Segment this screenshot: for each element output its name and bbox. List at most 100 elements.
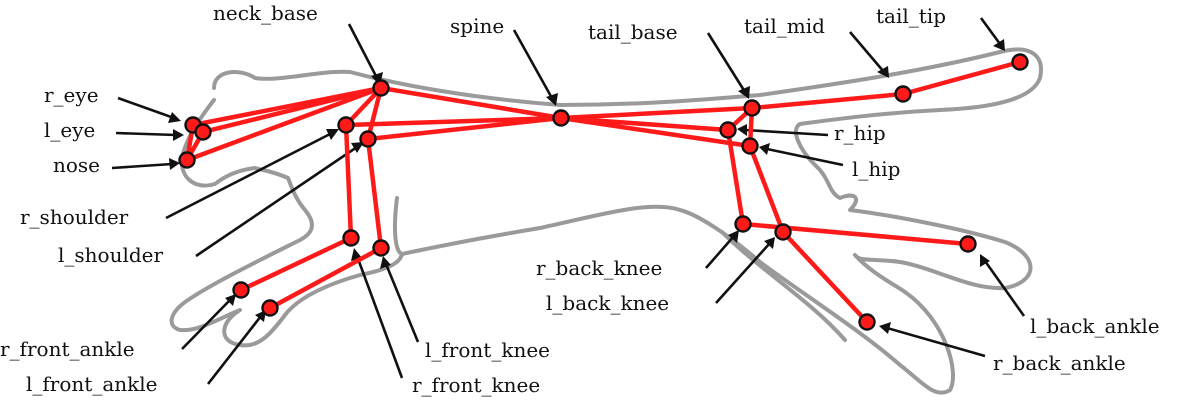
arrow-r-front-knee [355,255,404,379]
arrow-r-shoulder [165,131,333,220]
label-arrows [111,17,1026,385]
keypoint-l-hip [741,137,759,155]
bone-r-front-knee-to-r-front-ankle [238,235,354,293]
keypoint-labels: neck_base spine tail_base tail_mid tail_… [0,1,1160,397]
arrow-r-eye [117,96,175,120]
keypoint-tail-base [743,99,761,117]
label-r-back-ankle: r_back_ankle [993,351,1126,375]
keypoint-r-back-knee [734,215,752,233]
bone-l-front-knee-to-l-front-ankle [267,245,384,311]
arrowhead-nose [169,158,180,170]
arrow-l-back-ankle [983,260,1026,317]
arrowhead-l-back-knee [764,237,775,249]
arrowhead-r-back-ankle [879,322,891,334]
keypoint-l-back-knee [774,223,792,241]
keypoint-markers [178,53,1029,331]
keypoint-tail-mid [894,85,912,103]
arrow-nose [111,162,173,170]
arrow-l-front-knee [384,263,420,343]
arrowhead-l-front-knee [380,256,391,269]
label-l-hip: l_hip [852,157,900,181]
bone-neck-base-to-nose [184,85,384,163]
arrow-r-front-ankle [181,299,231,350]
label-l-back-knee: l_back_knee [546,291,669,315]
keypoint-r-front-ankle [232,281,250,299]
arrow-l-shoulder [195,145,358,258]
keypoint-r-shoulder [337,116,355,134]
label-tail-mid: tail_mid [744,14,825,38]
label-r-front-ankle: r_front_ankle [0,337,135,361]
animal-silhouette [169,47,1043,395]
arrowhead-tail-mid [877,66,889,78]
keypoint-l-shoulder [359,130,377,148]
bone-tail-mid-to-tail-tip [900,59,1023,97]
arrowhead-l-eye [173,129,184,141]
arrowhead-l-back-ankle [980,254,990,267]
arrow-r-hip [744,128,829,137]
label-r-front-knee: r_front_knee [412,373,540,397]
keypoint-tail-tip [1011,53,1029,71]
arrow-r-back-ankle [886,326,986,358]
arrowhead-l-shoulder [351,142,364,153]
arrowhead-r-hip [737,124,747,136]
arrow-l-front-ankle [206,315,263,385]
arrowhead-tail-base [738,86,750,99]
label-l-front-ankle: l_front_ankle [26,372,157,396]
label-l-back-ankle: l_back_ankle [1030,314,1160,338]
label-l-eye: l_eye [44,118,95,142]
keypoint-l-front-knee [372,239,390,257]
label-neck-base: neck_base [213,1,318,25]
arrow-l-hip [766,147,844,167]
bone-neck-base-to-spine [378,85,564,121]
silhouette-body-outline [212,47,1043,395]
arrow-r-back-knee [705,235,735,269]
bone-l-shoulder-to-l-front-knee [365,136,384,251]
arrowhead-tail-tip [993,39,1005,51]
keypoint-r-back-ankle [858,313,876,331]
arrowhead-r-back-knee [728,230,739,243]
label-r-hip: r_hip [834,121,886,145]
bone-r-hip-to-r-back-knee [725,127,746,227]
arrow-neck-base [347,23,380,81]
keypoint-l-front-ankle [261,299,279,317]
arrowhead-r-eye [168,112,181,123]
label-r-eye: r_eye [44,83,99,107]
keypoint-nose [178,151,196,169]
bone-l-hip-to-l-back-knee [747,143,786,235]
keypoint-l-eye [194,123,212,141]
arrowhead-r-shoulder [326,129,339,140]
label-l-front-knee: l_front_knee [425,338,550,362]
bone-spine-to-tail-base [558,105,755,121]
arrowhead-r-front-ankle [225,294,236,306]
bone-neck-base-to-l-shoulder [365,85,384,142]
bone-r-shoulder-to-spine [343,115,564,128]
arrow-spine [512,29,555,101]
arrowhead-spine [546,93,558,106]
keypoint-l-back-ankle [959,235,977,253]
skeleton-connections [184,59,1023,325]
arrow-tail-tip [979,17,1002,45]
bone-spine-to-l-hip [558,115,753,149]
bone-tail-base-to-tail-mid [749,91,906,111]
keypoint-r-front-knee [342,229,360,247]
arrow-tail-base [706,32,747,93]
arrow-l-eye [115,131,177,137]
label-tail-tip: tail_tip [876,4,946,28]
arrow-tail-mid [849,31,885,73]
arrow-l-back-knee [715,242,771,304]
silhouette-back-leg-outline [720,230,847,342]
label-spine: spine [450,14,504,38]
bone-neck-base-to-l-eye [200,85,384,135]
label-r-back-knee: r_back_knee [536,256,662,280]
silhouette-front-legs-outline [169,98,404,348]
keypoint-r-hip [719,121,737,139]
label-l-shoulder: l_shoulder [58,243,163,267]
label-nose: nose [53,153,100,177]
bone-r-shoulder-to-r-front-knee [343,122,354,241]
label-tail-base: tail_base [588,20,678,44]
keypoint-spine [552,109,570,127]
label-r-shoulder: r_shoulder [20,205,129,229]
arrowhead-l-hip [759,143,770,155]
keypoint-neck-base [372,79,390,97]
